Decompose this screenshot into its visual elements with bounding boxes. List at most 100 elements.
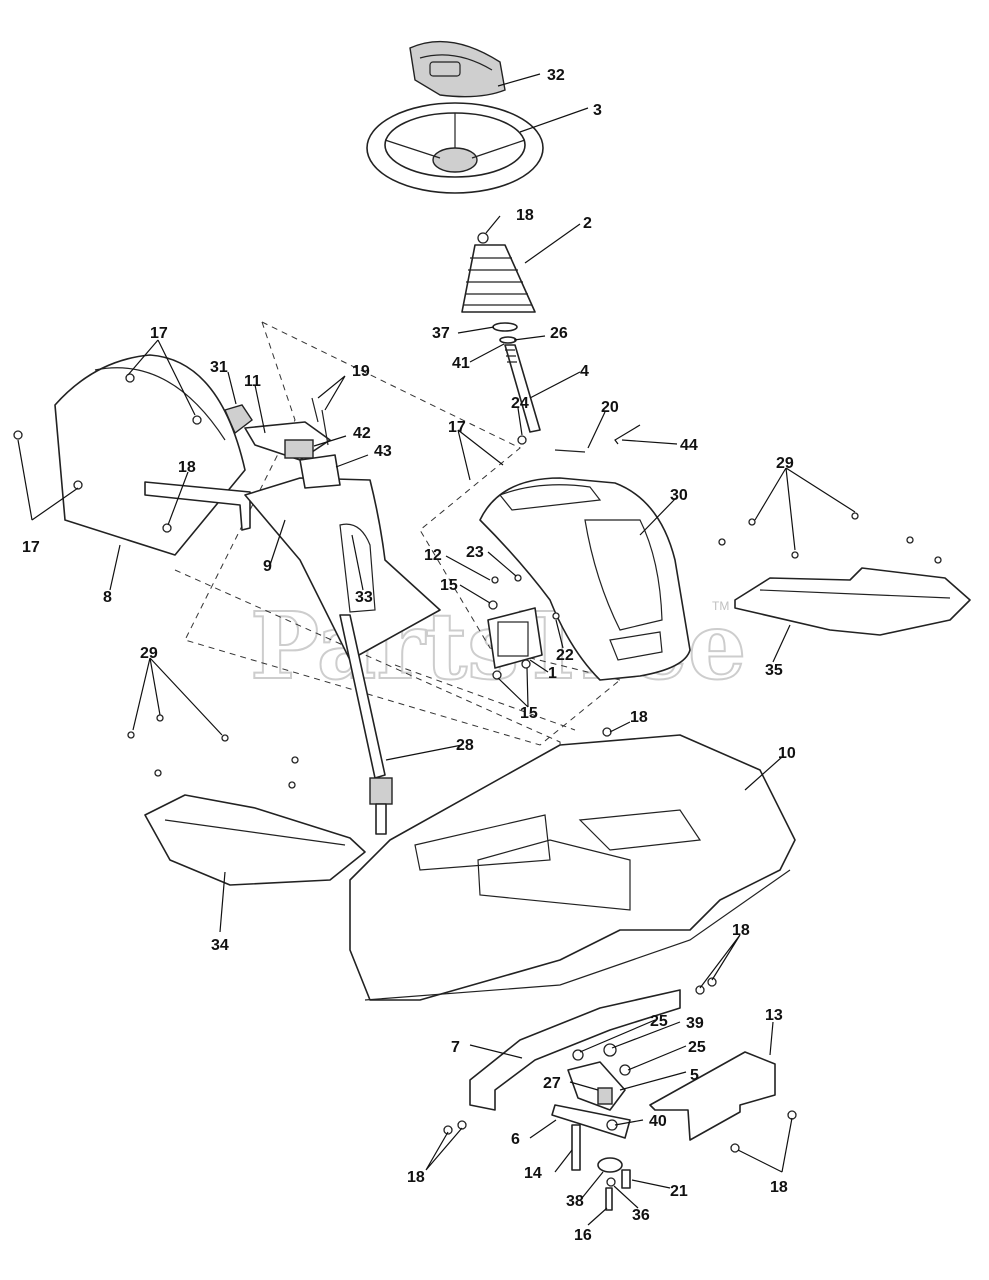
steering-wheel-cap [409, 40, 506, 98]
callout-26: 26 [550, 325, 568, 342]
rod-44 [614, 424, 641, 445]
left-footrest-34 [144, 794, 366, 886]
bolts-19 [311, 397, 329, 446]
callout-1: 1 [548, 665, 557, 682]
washer-41 [499, 336, 517, 344]
screw-29-left-e [291, 756, 299, 764]
callout-39: 39 [686, 1015, 704, 1032]
callout-22: 22 [556, 647, 574, 664]
bracket-plate-1 [487, 607, 543, 669]
pedal-knob-31 [224, 404, 253, 435]
bolt-18-upper-right-b [707, 977, 717, 987]
callout-29-left: 29 [140, 645, 158, 662]
callout-15-upper: 15 [440, 577, 458, 594]
callout-17-console: 17 [448, 419, 466, 436]
callout-labels: 32 3 18 2 17 31 11 19 37 26 41 4 24 20 4… [22, 67, 796, 1244]
callout-16: 16 [574, 1227, 592, 1244]
callout-34: 34 [211, 937, 229, 954]
pin-20 [554, 449, 586, 453]
screw-29-left-a [127, 731, 135, 739]
screw-29-right-e [906, 536, 914, 544]
pin-23 [514, 574, 522, 582]
screw-15-upper [488, 600, 498, 610]
spring-27 [597, 1087, 613, 1105]
callout-30: 30 [670, 487, 688, 504]
support-bar-9 [144, 481, 251, 531]
callout-36: 36 [632, 1207, 650, 1224]
callout-18-lower-left: 18 [407, 1169, 425, 1186]
callout-17-left: 17 [22, 539, 40, 556]
lever-assembly [244, 421, 341, 489]
callout-17: 17 [150, 325, 168, 342]
screw-17-left [13, 430, 23, 440]
bracket-13 [649, 1051, 776, 1141]
washer-38 [597, 1157, 623, 1173]
screw-29-left-c [221, 734, 229, 742]
callout-25-upper: 25 [650, 1013, 668, 1030]
screw-29-left-f [288, 781, 296, 789]
callout-44: 44 [680, 437, 698, 454]
callout-38: 38 [566, 1193, 584, 1210]
callout-2: 2 [583, 215, 592, 232]
callout-18-deck: 18 [630, 709, 648, 726]
pin-24 [517, 435, 527, 445]
screw-29-right-c [851, 512, 859, 520]
screw-29-right-f [934, 556, 942, 564]
callout-21: 21 [670, 1183, 688, 1200]
washer-37 [492, 322, 518, 332]
bolt-18-lower-left-b [457, 1120, 467, 1130]
callout-32: 32 [547, 67, 565, 84]
callout-10: 10 [778, 745, 796, 762]
assembly-guide-lines [174, 321, 621, 901]
bracket-5 [567, 1061, 626, 1111]
callout-7: 7 [451, 1039, 460, 1056]
callout-28: 28 [456, 737, 474, 754]
callout-9: 9 [263, 558, 272, 575]
callout-27: 27 [543, 1075, 561, 1092]
steering-column-28 [339, 614, 393, 835]
bolt-18-upper-right-a [695, 985, 705, 995]
screw-15-lower-b [521, 659, 531, 669]
callout-23: 23 [466, 544, 484, 561]
callout-3: 3 [593, 102, 602, 119]
callout-35: 35 [765, 662, 783, 679]
bracket-7 [469, 989, 681, 1111]
callout-18-right: 18 [770, 1179, 788, 1196]
pin-16 [605, 1187, 613, 1211]
nut-25-left [572, 1049, 584, 1061]
callout-13: 13 [765, 1007, 783, 1024]
screw-15-lower-a [492, 670, 502, 680]
steering-wheel [366, 102, 544, 194]
callout-14: 14 [524, 1165, 542, 1182]
callout-42: 42 [353, 425, 371, 442]
dash-pod-33 [244, 477, 441, 661]
steering-boot [461, 244, 536, 313]
callout-5: 5 [690, 1067, 699, 1084]
screw-17-left-b [73, 480, 83, 490]
left-fender [54, 354, 246, 556]
washer-36 [606, 1177, 616, 1187]
plate-6 [551, 1104, 631, 1139]
screw-29-left-b [156, 714, 164, 722]
callout-24: 24 [511, 395, 529, 412]
callout-25-lower: 25 [688, 1039, 706, 1056]
nut-25-right [619, 1064, 631, 1076]
main-deck-10 [349, 734, 796, 1001]
screw-18-fender [162, 523, 172, 533]
screw-17-top-b [192, 415, 202, 425]
callout-4: 4 [580, 363, 589, 380]
callout-18-bracket: 18 [732, 922, 750, 939]
leader-lines [17, 73, 856, 1226]
bolt-14 [571, 1124, 581, 1171]
screw-17-top-a [125, 373, 135, 383]
screw-29-right-d [718, 538, 726, 546]
callout-31: 31 [210, 359, 228, 376]
callout-40: 40 [649, 1113, 667, 1130]
callout-11: 11 [244, 373, 261, 390]
bolt-18-lower-left-a [443, 1125, 453, 1135]
callout-33: 33 [355, 589, 373, 606]
right-footrest-35 [734, 567, 971, 636]
watermark-trademark: TM [712, 599, 729, 613]
callout-37: 37 [432, 325, 450, 342]
